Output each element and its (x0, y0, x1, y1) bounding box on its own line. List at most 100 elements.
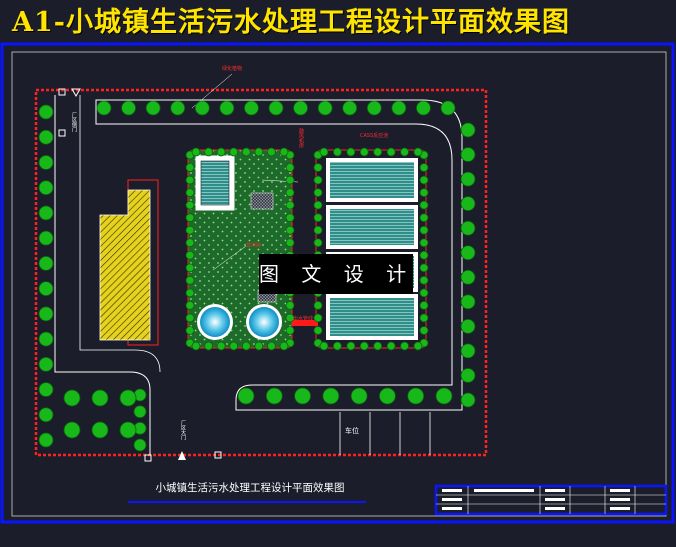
shrub-lawn-south (241, 341, 251, 351)
label-parking: 车位 (345, 427, 359, 435)
shrub-cass-east (419, 275, 429, 285)
shrub-lawn-west (185, 163, 195, 172)
cass-tank-2 (330, 209, 414, 245)
tree-north-hedge (416, 100, 431, 116)
shrub-lawn-north (241, 147, 251, 157)
shrub-lawn-east (285, 313, 295, 323)
entrance-arrow-left (71, 88, 81, 98)
tree-north-hedge (244, 100, 259, 116)
label-effluent-pipe: 出水管线 (293, 316, 314, 322)
tree-south-hedge (265, 387, 283, 405)
shrub-lawn-west (185, 175, 195, 185)
label-main-gate: 厂区大门 (180, 420, 186, 440)
page-title: A1-小城镇生活污水处理工程设计平面效果图 (12, 7, 570, 38)
shrub-cass-south (319, 341, 329, 351)
tree-gate-hedge (133, 405, 147, 419)
road-edge-west-inner (79, 95, 161, 373)
shrub-lawn-north (191, 147, 201, 157)
shrub-lawn-east (285, 213, 295, 223)
shrub-lawn-south (216, 341, 226, 351)
shrub-cass-west (313, 300, 323, 310)
gate-post-left-1 (58, 88, 66, 96)
shrub-cass-west (313, 200, 323, 210)
shrub-cass-east (419, 300, 429, 310)
shrub-lawn-south (279, 341, 289, 351)
tree-north-hedge (293, 100, 308, 116)
shrub-lawn-east (285, 326, 295, 335)
shrub-lawn-west (185, 288, 195, 298)
shrub-cass-east (419, 288, 429, 298)
gate-post-main-2 (214, 451, 222, 459)
shrub-cass-south (373, 341, 383, 351)
shrub-cass-west (313, 238, 323, 248)
tree-north-hedge (342, 100, 358, 116)
shrub-cass-west (313, 175, 323, 185)
shrub-lawn-west (185, 225, 195, 235)
tree-west-hedge (38, 180, 54, 196)
tree-north-hedge (317, 100, 333, 116)
shrub-cass-north (386, 147, 396, 157)
tree-west-hedge (38, 230, 54, 246)
tree-north-hedge (145, 100, 161, 116)
shrub-cass-north (400, 147, 409, 157)
shrub-lawn-east (285, 200, 295, 210)
shrub-cass-south (386, 341, 396, 351)
shrub-lawn-west (185, 250, 195, 260)
tree-west-hedge (38, 306, 54, 322)
leader-lawn (212, 245, 247, 271)
grid-paving (250, 192, 274, 210)
shrub-lawn-north (267, 147, 276, 157)
shrub-cass-east (419, 163, 429, 172)
tree-north-hedge (170, 100, 186, 116)
cass-tank-1 (330, 162, 414, 198)
site-boundary (34, 88, 488, 457)
outer-frame (0, 42, 675, 524)
tree-yard-1 (63, 389, 81, 407)
tree-east-hedge (460, 122, 476, 138)
shrub-cass-east (419, 263, 429, 273)
tree-north-hedge (440, 100, 456, 116)
shrub-cass-east (419, 225, 429, 235)
shrub-lawn-east (285, 188, 295, 198)
shrub-cass-west (313, 213, 323, 223)
shrub-lawn-east (285, 300, 295, 310)
shrub-cass-north (359, 147, 369, 157)
shrub-cass-south (333, 341, 342, 351)
internal-road-outline (95, 99, 463, 411)
tree-south-hedge (435, 387, 453, 405)
shrub-cass-south (400, 341, 409, 351)
tree-east-hedge (460, 318, 476, 334)
entrance-arrow-main (178, 451, 186, 460)
tree-west-hedge (38, 432, 54, 448)
label-side-gate: 厂区侧门 (71, 112, 77, 132)
clarifier-tank-2 (249, 307, 279, 337)
shrub-cass-north (346, 147, 356, 157)
tree-east-hedge (460, 245, 476, 261)
tree-west-hedge (38, 205, 54, 221)
label-greening: 绿化植物 (222, 66, 243, 72)
tree-east-hedge (460, 147, 476, 162)
shrub-lawn-west (185, 238, 195, 248)
tree-gate-hedge (133, 438, 147, 452)
label-machine-room: 鼓风机房 (298, 128, 304, 148)
shrub-cass-east (419, 175, 429, 185)
shrub-cass-north (333, 147, 342, 157)
shrub-cass-east (419, 213, 429, 223)
tree-yard-1 (91, 389, 109, 407)
shrub-lawn-west (185, 263, 195, 273)
shrub-lawn-east (285, 163, 295, 172)
shrub-cass-west (313, 326, 323, 335)
tree-north-hedge (194, 100, 210, 116)
tree-north-hedge (219, 100, 235, 116)
tree-west-hedge (38, 255, 54, 271)
cass-tank-4 (330, 298, 414, 336)
tree-north-hedge (96, 100, 112, 116)
shrub-lawn-west (185, 313, 195, 323)
shrub-cass-west (313, 163, 323, 172)
tree-south-hedge (379, 387, 396, 405)
watermark-banner: 图 文 设 计 (259, 254, 413, 294)
shrub-cass-north (319, 147, 329, 157)
tree-east-hedge (460, 294, 476, 310)
shrub-cass-south (346, 341, 356, 351)
tree-east-hedge (460, 196, 476, 212)
